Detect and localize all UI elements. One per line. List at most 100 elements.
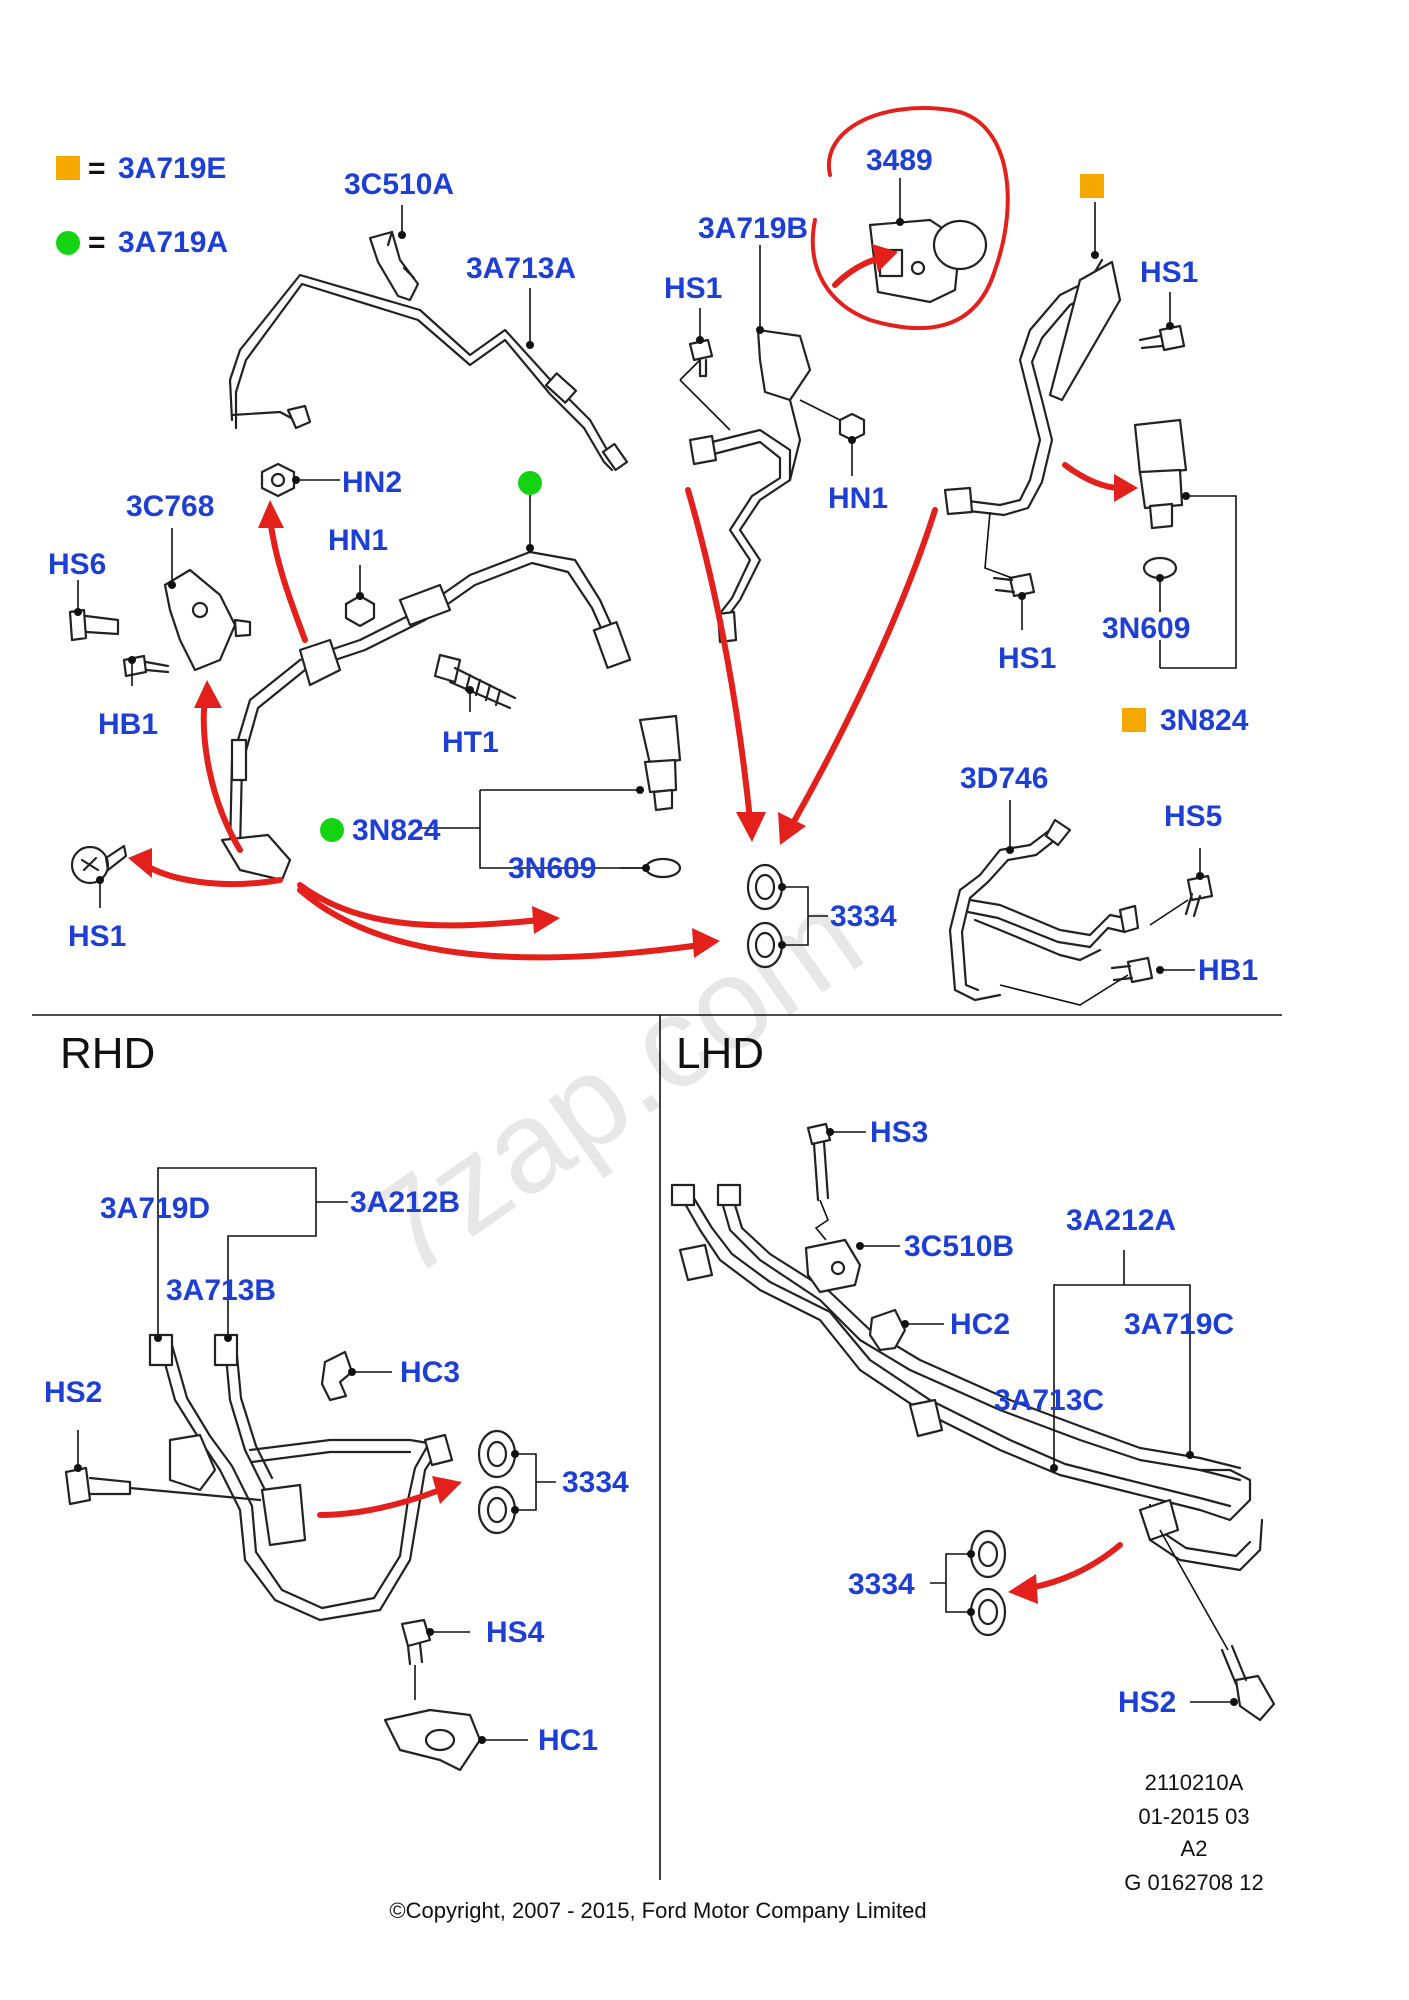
screw-hs5 — [1184, 874, 1214, 918]
label-hs1-c: HS1 — [68, 920, 126, 953]
label-hs3: HS3 — [870, 1116, 928, 1149]
label-3c510a: 3C510A — [344, 168, 454, 201]
label-hs2-a: HS2 — [44, 1376, 102, 1409]
bolt-hs2-b — [1220, 1644, 1276, 1722]
washer-3334-b2 — [477, 1485, 517, 1535]
washer-3334-a1 — [746, 863, 784, 911]
screw-hs1-b — [1138, 324, 1186, 352]
screw-hs1-d — [992, 572, 1036, 598]
washer-3334-b1 — [477, 1429, 517, 1479]
bolt-hs2-a — [64, 1466, 262, 1506]
label-3c768: 3C768 — [126, 490, 214, 523]
label-3n609-b: 3N609 — [1102, 612, 1190, 645]
label-3a212a: 3A212A — [1066, 1204, 1176, 1237]
label-hb1-a: HB1 — [98, 708, 158, 741]
legend-orange-square — [56, 156, 80, 180]
label-hn1-b: HN1 — [328, 524, 388, 557]
legend-orange-label: 3A719E — [118, 152, 226, 185]
nut-hn2 — [260, 462, 296, 498]
highlight-circle — [810, 106, 1010, 331]
label-3a713b: 3A713B — [166, 1274, 276, 1307]
label-hs4: HS4 — [486, 1616, 545, 1649]
clip-hc1 — [383, 1708, 482, 1772]
clip-3489 — [868, 218, 988, 304]
hose-3a719e — [943, 258, 1122, 517]
label-3n824-a: 3N824 — [352, 814, 441, 847]
label-3a713a: 3A713A — [466, 252, 576, 285]
hose-3a719b — [688, 328, 812, 644]
label-hn1-a: HN1 — [828, 482, 888, 515]
hose-3a719a — [220, 550, 632, 882]
label-hs6: HS6 — [48, 548, 106, 581]
stud-ht1 — [433, 653, 517, 710]
section-title-rhd: RHD — [60, 1029, 155, 1078]
bracket-3c510b — [804, 1238, 862, 1294]
bolt-hb1-b — [1110, 956, 1154, 984]
label-hc3: HC3 — [400, 1356, 460, 1389]
bracket-3c768 — [163, 568, 252, 672]
clip-hc3 — [320, 1350, 354, 1402]
label-hc1: HC1 — [538, 1724, 598, 1757]
label-3n609-a: 3N609 — [508, 852, 596, 885]
red-arrows-top — [128, 244, 1138, 961]
info-line-4: G 0162708 12 — [1124, 1870, 1263, 1895]
legend-equals: = — [88, 226, 106, 259]
label-3a212b: 3A212B — [350, 1186, 460, 1219]
bracket-3n824-a — [420, 789, 645, 869]
sensor-3n824-b — [1133, 418, 1188, 530]
orange-marker — [1080, 174, 1104, 198]
bolt-hs6 — [68, 608, 120, 642]
orange-marker-3n824 — [1122, 708, 1146, 732]
legend-green-dot — [56, 231, 80, 255]
label-3334-b: 3334 — [562, 1466, 629, 1499]
nut-hn1-a — [838, 412, 866, 442]
bracket-3c510a — [368, 230, 420, 302]
section-title-lhd: LHD — [676, 1029, 764, 1078]
label-3334-a: 3334 — [830, 900, 897, 933]
label-hs1-b: HS1 — [1140, 256, 1198, 289]
label-3a719b: 3A719B — [698, 212, 808, 245]
legend-equals: = — [88, 152, 106, 185]
label-3d746: 3D746 — [960, 762, 1048, 795]
label-3a719d: 3A719D — [100, 1192, 210, 1225]
washer-3334-a2 — [746, 921, 784, 969]
washer-3334-c2 — [969, 1587, 1007, 1637]
label-hb1-b: HB1 — [1198, 954, 1258, 987]
label-3c510b: 3C510B — [904, 1230, 1014, 1263]
label-hs2-b: HS2 — [1118, 1686, 1176, 1719]
label-hs1-a: HS1 — [664, 272, 722, 305]
bracket-3a212a — [1053, 1250, 1191, 1468]
tube-3d746 — [948, 818, 1140, 1002]
screw-hs1-c — [70, 844, 128, 885]
label-hs1-d: HS1 — [998, 642, 1056, 675]
screw-hs3 — [806, 1122, 832, 1202]
clip-hc2 — [868, 1308, 907, 1352]
red-arrow-rhd — [317, 1487, 443, 1518]
green-marker-3n824 — [320, 818, 344, 842]
label-3489: 3489 — [866, 144, 933, 177]
legend-green-label: 3A719A — [118, 226, 228, 259]
label-ht1: HT1 — [442, 726, 499, 759]
label-hn2: HN2 — [342, 466, 402, 499]
screw-hs1-a — [688, 338, 714, 378]
label-hc2: HC2 — [950, 1308, 1010, 1341]
info-line-2: 01-2015 03 — [1138, 1804, 1249, 1829]
label-3334-c: 3334 — [848, 1568, 915, 1601]
label-3n824-b: 3N824 — [1160, 704, 1249, 737]
label-3a713c: 3A713C — [994, 1384, 1104, 1417]
screw-hs4 — [400, 1618, 432, 1666]
info-line-3: A2 — [1181, 1836, 1208, 1861]
watermark: 7zap.com — [341, 862, 886, 1305]
copyright: ©Copyright, 2007 - 2015, Ford Motor Comp… — [389, 1898, 926, 1923]
green-marker — [518, 471, 542, 495]
sensor-3n824-a — [638, 714, 682, 812]
red-arrow-lhd — [1027, 1542, 1123, 1591]
info-line-1: 2110210A — [1145, 1770, 1244, 1795]
hose-3a713a — [228, 273, 629, 472]
nut-hn1-b — [344, 594, 376, 628]
label-3a719c: 3A719C — [1124, 1308, 1234, 1341]
washer-3334-c1 — [969, 1529, 1007, 1579]
lhd-pipe-assembly — [670, 1183, 1264, 1572]
bracket-3a212b — [157, 1167, 348, 1338]
